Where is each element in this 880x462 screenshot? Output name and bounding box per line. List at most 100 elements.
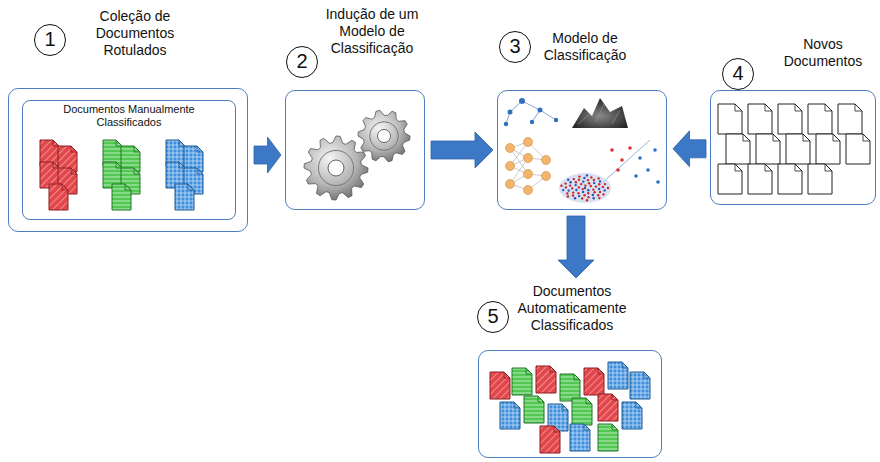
cluster-dot <box>587 196 589 198</box>
document-fold <box>622 362 628 368</box>
document-fold <box>71 146 77 152</box>
document-icon <box>540 426 560 453</box>
scatter-dot <box>634 174 638 178</box>
document-icon <box>570 424 590 451</box>
cluster-dot <box>587 189 589 191</box>
document-fold <box>179 140 185 146</box>
document-fold <box>612 424 618 430</box>
document-fold <box>833 134 840 141</box>
document-fold <box>53 140 59 146</box>
gear-hole <box>378 130 391 143</box>
cluster-dot <box>574 197 576 199</box>
block-arrow <box>431 132 493 168</box>
document-icon <box>490 372 510 399</box>
box-outline <box>478 350 662 458</box>
document-icon <box>778 164 802 194</box>
document-icon <box>500 402 520 429</box>
document-icon <box>786 134 810 164</box>
document-fold <box>179 162 185 168</box>
gear-hole <box>328 160 344 176</box>
document-fold <box>197 146 203 152</box>
document-fold <box>562 404 568 410</box>
document-icon <box>778 104 802 134</box>
document-fold <box>125 184 131 190</box>
document-fold <box>71 168 77 174</box>
cluster-dot <box>597 194 599 196</box>
stage-heading: Coleção de Documentos Rotulados <box>82 8 188 59</box>
stage-box: 3Modelo de Classificação <box>497 28 669 212</box>
document-fold <box>584 424 590 430</box>
document-icon <box>748 164 772 194</box>
document-icon <box>572 398 592 425</box>
cluster-dot <box>587 179 589 181</box>
document-icon <box>630 372 650 399</box>
stage-box: 5Documentos Automaticamente Classificado… <box>478 282 664 460</box>
cluster-dot <box>598 188 600 190</box>
document-fold <box>574 374 580 380</box>
document-icon <box>718 164 742 194</box>
callout-number: 4 <box>722 58 754 90</box>
document-fold <box>586 398 592 404</box>
cluster-dot <box>582 188 584 190</box>
stage-box: 1Coleção de Documentos RotuladosDocument… <box>8 2 250 234</box>
cluster-dot <box>565 186 567 188</box>
cluster-dot <box>569 181 571 183</box>
document-icon <box>598 394 618 421</box>
cluster-dot <box>571 187 573 189</box>
stage-box: 4Novos Documentos <box>710 30 878 207</box>
document-icon <box>748 104 772 134</box>
document-icon <box>846 134 870 164</box>
cluster-dot <box>583 194 585 196</box>
cluster-dot <box>583 177 585 179</box>
gear <box>304 136 368 200</box>
document-fold <box>538 396 544 402</box>
cluster-dot <box>588 182 590 184</box>
callout-number: 3 <box>499 31 531 63</box>
document-icon <box>808 104 832 134</box>
cluster-dot <box>603 189 605 191</box>
document-icon <box>816 134 840 164</box>
document-icon <box>808 164 832 194</box>
cluster-dot <box>590 185 592 187</box>
scatter-dot <box>616 168 620 172</box>
stage-heading: Modelo de Classificação <box>533 30 637 64</box>
document-fold <box>795 104 802 111</box>
cluster-dot <box>602 193 604 195</box>
cluster-dot <box>568 189 570 191</box>
cluster-dot <box>577 192 579 194</box>
document-fold <box>504 372 510 378</box>
document-fold <box>116 162 122 168</box>
box-outline <box>285 90 425 210</box>
document-fold <box>825 104 832 111</box>
document-fold <box>795 164 802 171</box>
cluster-dot <box>569 184 571 186</box>
model-illustration <box>504 98 660 203</box>
scatter-dot <box>646 168 650 172</box>
scatter-dot <box>620 158 624 162</box>
document-fold <box>765 164 772 171</box>
document-fold <box>855 104 862 111</box>
cluster-dot <box>567 195 569 197</box>
cluster-dot <box>575 181 577 183</box>
cluster-dot <box>578 179 580 181</box>
stage-box: 2Indução de um Modelo de Classificação <box>285 2 427 212</box>
document-icon <box>756 134 780 164</box>
document-fold <box>188 184 194 190</box>
cluster-dot <box>597 177 599 179</box>
cluster-dot <box>604 183 606 185</box>
gear-rim <box>370 122 399 151</box>
block-arrow <box>558 216 594 278</box>
stage-heading: Documentos Automaticamente Classificados <box>508 283 636 334</box>
document-fold <box>62 184 68 190</box>
scatter-dot <box>653 148 657 152</box>
cluster-dot <box>593 191 595 193</box>
document-fold <box>825 164 832 171</box>
cluster-dot <box>582 191 584 193</box>
cluster-dot <box>578 186 580 188</box>
box-label: Documentos Manualmente Classificados <box>22 100 236 129</box>
cluster-dot <box>564 182 566 184</box>
cluster-dot <box>586 199 588 201</box>
document-fold <box>53 162 59 168</box>
document-fold <box>743 134 750 141</box>
document-fold <box>526 368 532 374</box>
